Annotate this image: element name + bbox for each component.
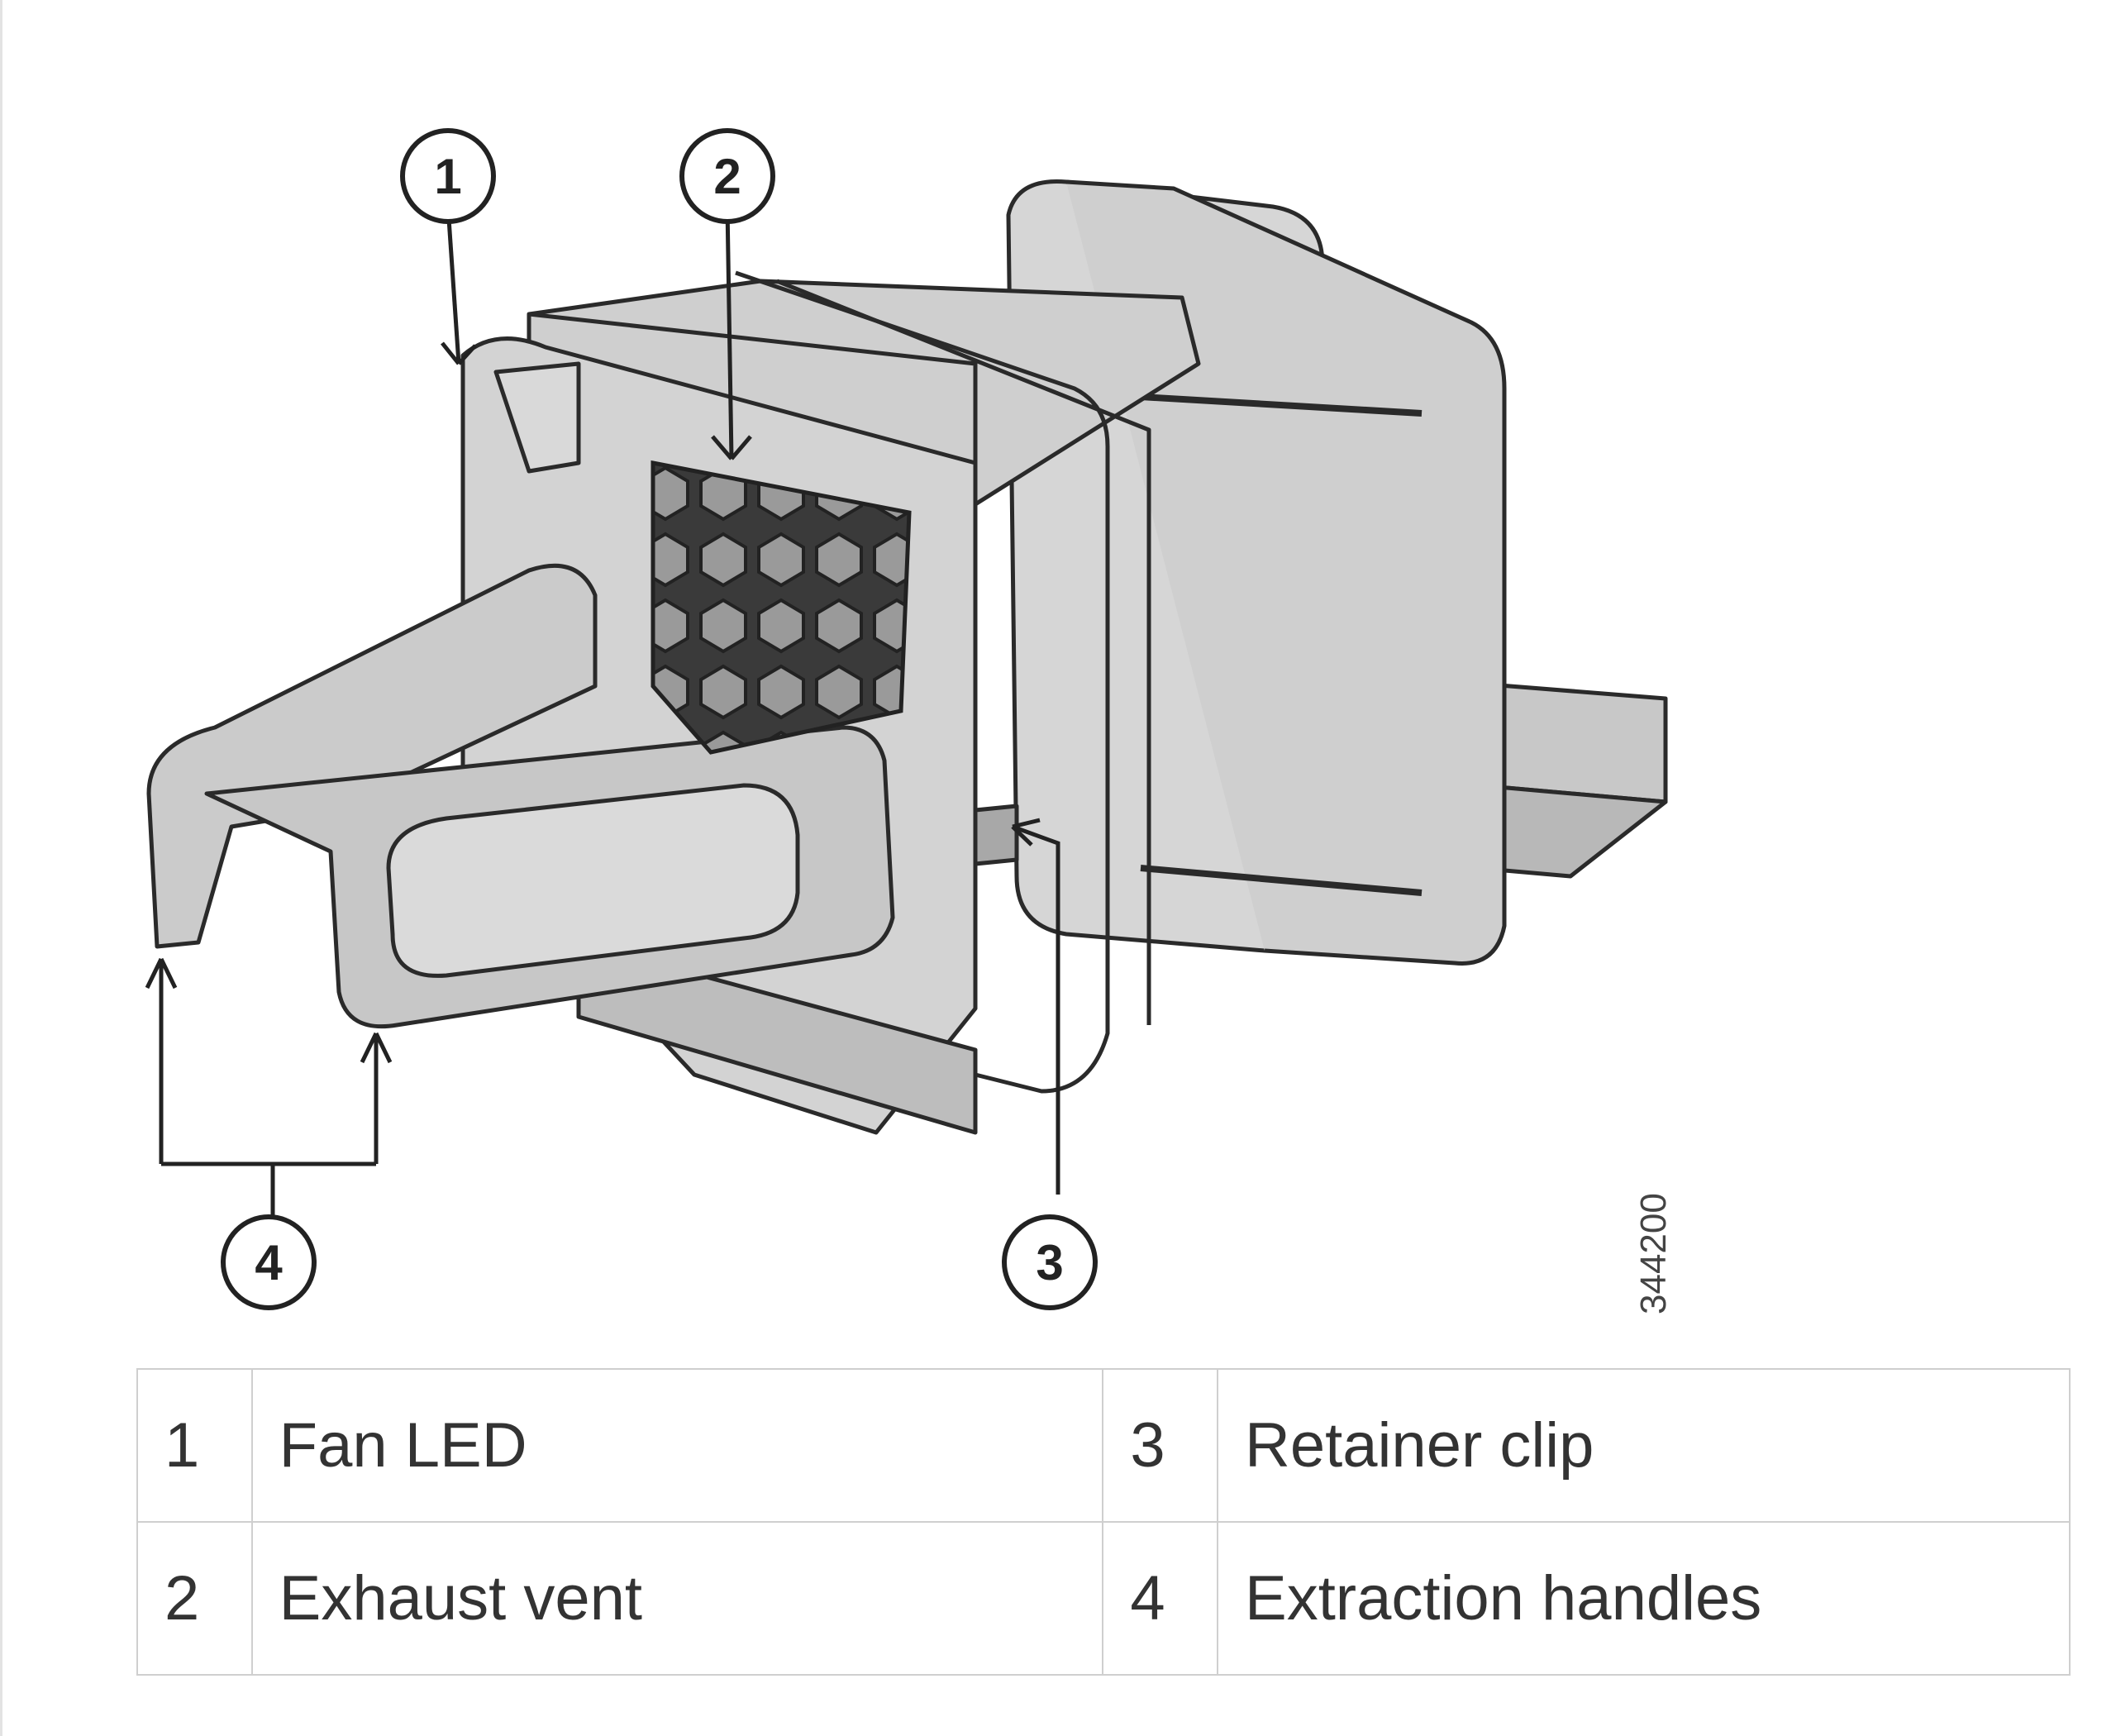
fan-module-body [146,179,1668,1135]
callout-3-label: 3 [1036,1235,1063,1290]
callout-legend-table: 1 Fan LED 3 Retainer clip 2 Exhaust vent… [136,1368,2071,1676]
legend-number: 1 [136,1368,253,1523]
legend-number: 4 [1102,1521,1218,1676]
legend-row: 2 Exhaust vent 4 Extraction handles [136,1521,2071,1676]
callout-3: 3 [1002,1214,1098,1310]
callout-1-label: 1 [434,149,461,204]
exhaust-vent-honeycomb [651,460,912,755]
legend-row: 1 Fan LED 3 Retainer clip [136,1368,2071,1523]
left-border [0,0,2,1736]
callout-leaders [145,206,1060,1240]
legend-description: Fan LED [250,1368,1104,1523]
legend-number: 3 [1102,1368,1218,1523]
legend-description: Extraction handles [1217,1521,2071,1676]
figure-id: 344200 [1633,1193,1674,1314]
legend-number: 2 [136,1521,253,1676]
callout-2-label: 2 [713,149,741,204]
legend-description: Retainer clip [1217,1368,2071,1523]
callout-4: 4 [221,1214,317,1310]
callout-2: 2 [679,128,775,224]
fan-module-illustration: 1 2 3 4 344200 [145,128,1674,1314]
fan-module-figure: 1 2 3 4 344200 [145,128,1674,1314]
legend-description: Exhaust vent [250,1521,1104,1676]
callout-4-label: 4 [255,1235,283,1290]
callout-1: 1 [400,128,496,224]
